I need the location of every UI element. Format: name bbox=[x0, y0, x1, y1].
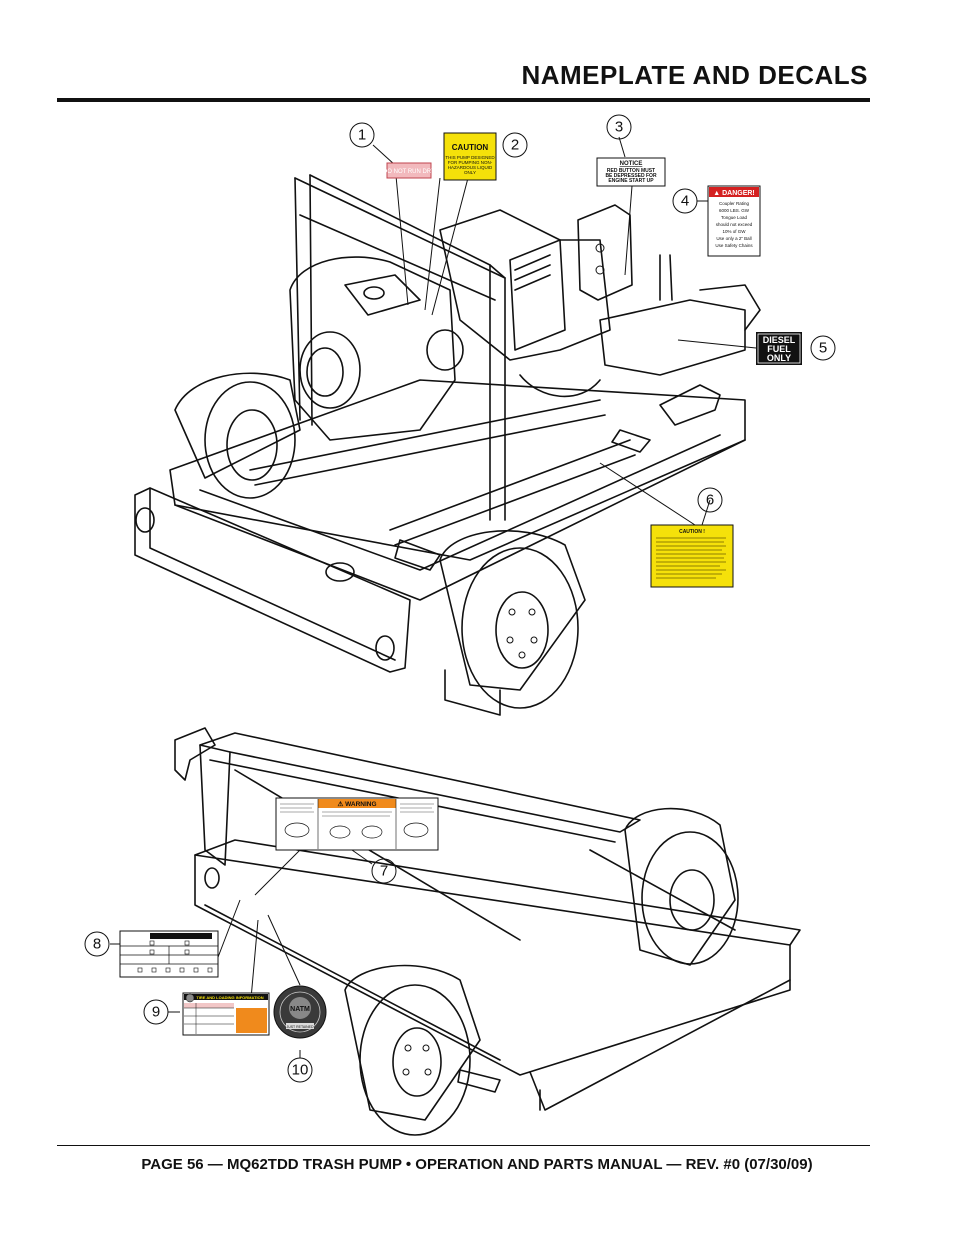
decal-warning: ⚠ WARNING bbox=[275, 797, 439, 851]
callout-10: 10 bbox=[292, 1062, 309, 1079]
svg-text:Use only a 2" Ball: Use only a 2" Ball bbox=[716, 236, 751, 241]
svg-text:ONLY: ONLY bbox=[464, 170, 476, 175]
decal-vin-plate bbox=[119, 930, 219, 978]
callout-bubbles: 1 2 3 4 5 6 7 8 9 10 bbox=[84, 114, 836, 1083]
svg-text:FUEL: FUEL bbox=[767, 344, 791, 354]
svg-text:BE DEPRESSED FOR: BE DEPRESSED FOR bbox=[605, 173, 657, 179]
callout-3: 3 bbox=[615, 119, 623, 136]
callout-8: 8 bbox=[93, 936, 101, 953]
svg-text:6000 LBS. GW: 6000 LBS. GW bbox=[719, 208, 750, 213]
svg-text:Tongue Load: Tongue Load bbox=[721, 215, 748, 220]
page-footer: PAGE 56 — MQ62TDD TRASH PUMP • OPERATION… bbox=[141, 1156, 813, 1173]
callout-5: 5 bbox=[819, 340, 827, 357]
svg-text:Use Safety Chains: Use Safety Chains bbox=[715, 243, 753, 248]
svg-text:▲ DANGER!: ▲ DANGER! bbox=[713, 190, 755, 197]
page-title: NAMEPLATE AND DECALS bbox=[521, 60, 868, 90]
svg-text:10% of GW: 10% of GW bbox=[722, 229, 746, 234]
callout-6: 6 bbox=[706, 492, 714, 509]
decal-caution: CAUTION THIS PUMP DESIGNED FOR PUMPING N… bbox=[443, 132, 497, 181]
decal-diesel-fuel-only: DIESEL FUEL ONLY bbox=[756, 332, 802, 365]
svg-text:RED BUTTON MUST: RED BUTTON MUST bbox=[607, 168, 655, 174]
decal-natm-seal: NATM JUST RETAINED bbox=[273, 985, 327, 1039]
svg-text:THIS PUMP DESIGNED: THIS PUMP DESIGNED bbox=[445, 155, 495, 160]
decal-do-not-run-dry: DO NOT RUN DRY bbox=[383, 162, 435, 179]
trailer-frame-illustration bbox=[174, 727, 801, 1136]
svg-text:should not exceed: should not exceed bbox=[716, 222, 753, 227]
decal-tire-loading: TIRE AND LOADING INFORMATION bbox=[182, 992, 270, 1036]
svg-text:CAUTION: CAUTION bbox=[452, 143, 489, 152]
svg-text:TIRE AND LOADING INFORMATION: TIRE AND LOADING INFORMATION bbox=[196, 995, 263, 1000]
pump-trailer-illustration bbox=[134, 174, 761, 716]
leader-lines bbox=[110, 136, 757, 1058]
callout-1: 1 bbox=[358, 127, 366, 144]
svg-text:ONLY: ONLY bbox=[767, 353, 791, 363]
title-rule bbox=[57, 98, 870, 102]
svg-text:JUST RETAINED: JUST RETAINED bbox=[286, 1025, 314, 1029]
footer-rule bbox=[57, 1145, 870, 1146]
callout-7: 7 bbox=[380, 863, 388, 880]
svg-text:DIESEL: DIESEL bbox=[763, 335, 796, 345]
svg-text:ENGINE START UP: ENGINE START UP bbox=[608, 178, 654, 184]
decal-danger-coupler: ▲ DANGER! Coupler Rating 6000 LBS. GW To… bbox=[707, 185, 761, 257]
svg-text:CAUTION !: CAUTION ! bbox=[679, 529, 705, 535]
callout-9: 9 bbox=[152, 1004, 160, 1021]
svg-text:⚠ WARNING: ⚠ WARNING bbox=[337, 800, 376, 808]
decal-caution-large: CAUTION ! bbox=[650, 524, 734, 588]
callout-2: 2 bbox=[511, 137, 519, 154]
svg-text:NATM: NATM bbox=[290, 1006, 310, 1013]
svg-text:FOR PUMPING NON-: FOR PUMPING NON- bbox=[448, 160, 493, 165]
decal-notice: NOTICE RED BUTTON MUST BE DEPRESSED FOR … bbox=[596, 157, 666, 187]
svg-text:NOTICE: NOTICE bbox=[620, 161, 643, 167]
svg-text:HAZARDOUS LIQUID: HAZARDOUS LIQUID bbox=[448, 165, 493, 170]
svg-text:DO NOT RUN DRY: DO NOT RUN DRY bbox=[383, 169, 435, 175]
callout-4: 4 bbox=[681, 193, 689, 210]
svg-text:Coupler Rating: Coupler Rating bbox=[719, 201, 750, 206]
